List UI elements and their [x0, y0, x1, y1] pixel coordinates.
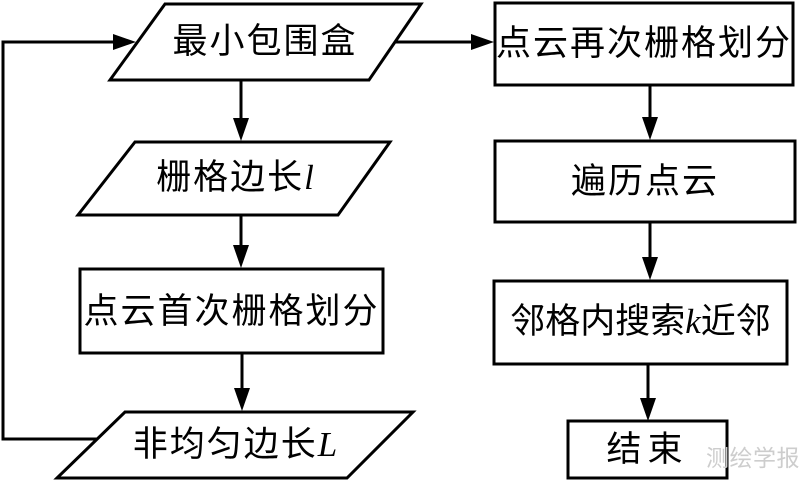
node-label-min-bounding-box: 最小包围盒 [130, 20, 400, 64]
node-label-first-grid-division: 点云首次栅格划分 [80, 290, 383, 334]
knn-search-prefix-text: 邻格内搜索 [510, 302, 686, 341]
first-grid-division-shape [78, 267, 385, 355]
grid-edge-length-text: 栅格边长 [156, 158, 305, 197]
knn-search-suffix-text: 近邻 [700, 302, 771, 341]
second-grid-division-shape [493, 1, 795, 87]
traverse-point-cloud-shape [493, 139, 797, 224]
arrow-box-to-edge-length-head [233, 118, 249, 141]
min-bounding-box-text: 最小包围盒 [172, 22, 358, 61]
arrow-edge-length-to-first-division-head [233, 245, 249, 268]
knn-search-variable: k [685, 302, 701, 341]
journal-watermark: 测绘学报 [706, 447, 800, 471]
second-grid-division-text: 点云再次栅格划分 [495, 24, 792, 63]
node-label-end: 结束 [568, 428, 727, 472]
node-label-nonuniform-edge-length: 非均匀边长L [100, 423, 370, 467]
nonuniform-edge-length-shape [53, 410, 417, 480]
node-label-second-grid-division: 点云再次栅格划分 [495, 22, 793, 66]
end-text: 结束 [606, 430, 689, 469]
feedback-loop-arrowhead [113, 34, 136, 50]
first-grid-division-text: 点云首次栅格划分 [83, 292, 380, 331]
grid-edge-length-shape [74, 140, 393, 217]
knn-search-shape [492, 279, 789, 366]
nonuniform-edge-length-variable: L [317, 425, 338, 464]
feedback-loop-line [1, 40, 114, 441]
node-label-grid-edge-length: 栅格边长l [100, 156, 370, 200]
min-bounding-box-shape [107, 2, 424, 82]
nonuniform-edge-length-text: 非均匀边长 [132, 425, 318, 464]
grid-edge-length-variable: l [304, 158, 314, 197]
journal-watermark-text: 测绘学报 [706, 446, 800, 472]
traverse-point-cloud-text: 遍历点云 [570, 162, 719, 201]
arrow-first-division-to-nonuniform-head [234, 388, 250, 411]
node-label-knn-search: 邻格内搜索k近邻 [494, 300, 787, 344]
arrow-traverse-to-knn-head [642, 257, 658, 280]
arrow-second-division-to-traverse-head [642, 117, 658, 140]
end-shape [566, 419, 729, 480]
arrow-box-to-second-division-head [471, 34, 494, 50]
arrow-knn-to-end-head [640, 398, 656, 421]
node-label-traverse-point-cloud: 遍历点云 [495, 160, 795, 204]
